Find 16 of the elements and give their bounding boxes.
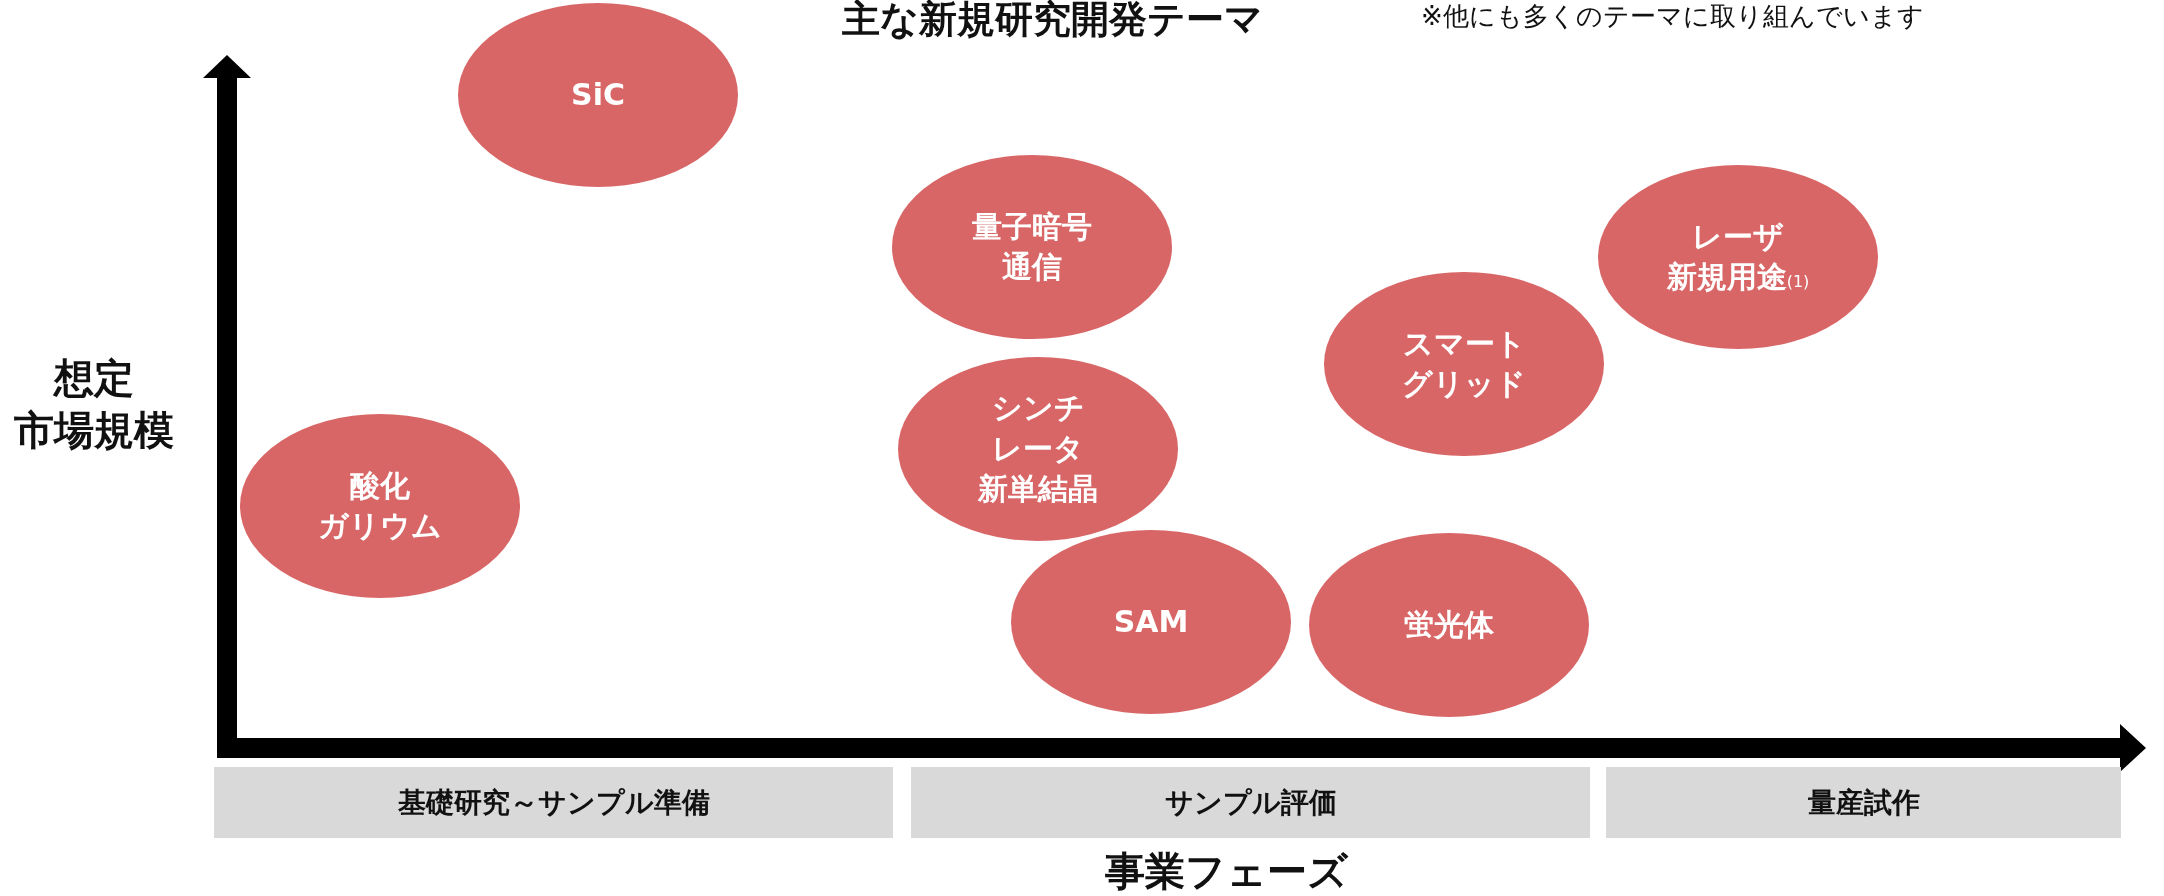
phase-label: 量産試作 — [1807, 784, 1920, 821]
phase-bar — [214, 767, 893, 838]
theme-label: SiC — [571, 75, 625, 114]
theme-label: 酸化ガリウム — [318, 466, 442, 545]
phase-label: 基礎研究～サンプル準備 — [397, 784, 710, 821]
theme-label: SAM — [1113, 602, 1189, 641]
phase-label: サンプル評価 — [1164, 784, 1337, 821]
phase-bar — [911, 767, 1590, 838]
theme-label: シンチレータ新単結晶 — [978, 389, 1098, 509]
theme-label: 量子暗号通信 — [972, 207, 1092, 286]
note: ※他にも多くのテーマに取り組んでいます — [1421, 0, 1924, 33]
x-axis-title: 事業フェーズ — [1105, 847, 1348, 896]
theme-label: 蛍光体 — [1404, 605, 1494, 644]
phase-bar — [1606, 767, 2121, 838]
y-axis-title: 想定市場規模 — [14, 354, 174, 455]
theme-label: スマートグリッド — [1402, 324, 1526, 403]
